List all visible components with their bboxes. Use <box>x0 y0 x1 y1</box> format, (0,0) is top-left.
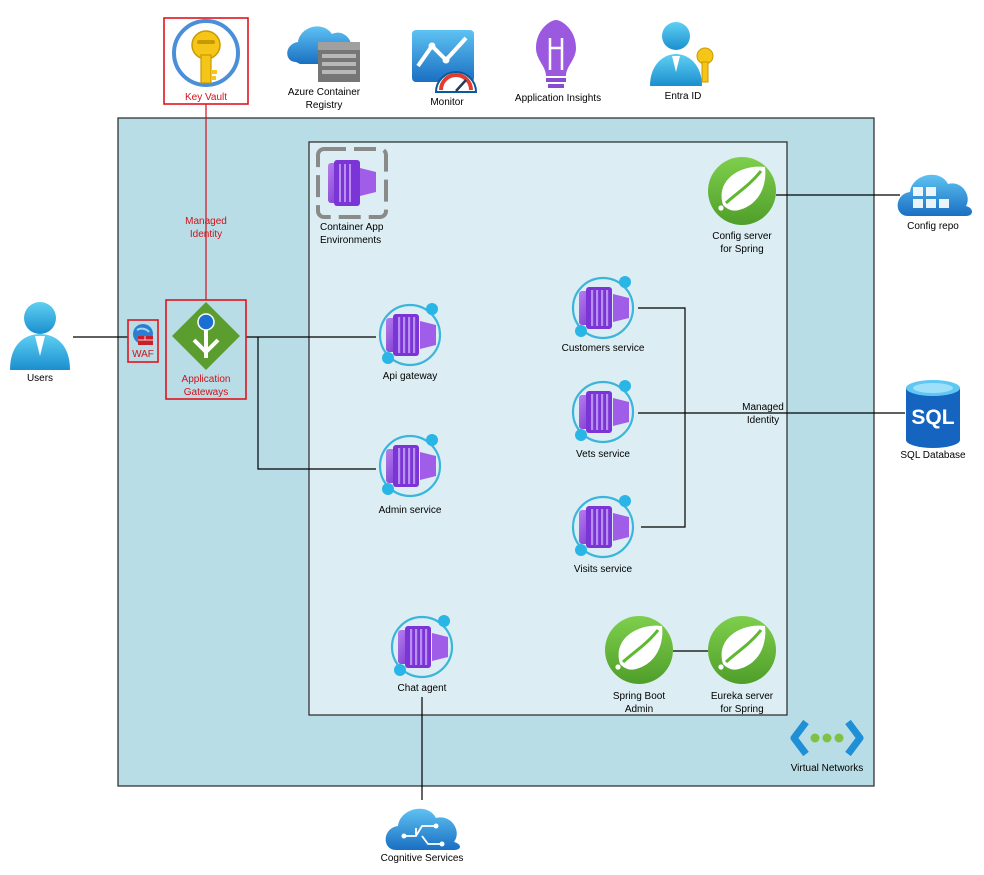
vets-service-label: Vets service <box>576 449 630 460</box>
app-gateway-highlight <box>165 299 247 400</box>
eureka-server-label: Eureka server for Spring <box>710 691 774 715</box>
container-registry-icon[interactable] <box>287 26 360 82</box>
sql-database-label: SQL Database <box>900 450 966 461</box>
container-app-environment-icon <box>316 147 388 219</box>
virtual-networks-icon[interactable] <box>790 719 864 757</box>
application-insights-icon[interactable] <box>536 20 576 88</box>
users-label: Users <box>26 373 54 384</box>
sql-icon-text: SQL <box>911 406 954 429</box>
managed-identity-sql-label: Managed Identity <box>742 402 784 426</box>
users-icon[interactable] <box>10 302 70 370</box>
sql-database-icon[interactable]: SQL <box>906 380 960 448</box>
container-registry-label: Azure Container Registry <box>287 87 361 111</box>
visits-service-label: Visits service <box>573 564 633 575</box>
chat-agent-label: Chat agent <box>397 683 447 694</box>
customers-service-label: Customers service <box>561 343 645 354</box>
cognitive-services-label: Cognitive Services <box>380 853 464 864</box>
cognitive-services-icon[interactable] <box>385 808 460 850</box>
api-gateway-label: Api gateway <box>382 371 438 382</box>
entra-id-label: Entra ID <box>664 91 702 102</box>
container-app-environment-label: Container App Environments <box>320 222 384 246</box>
application-gateway-icon[interactable] <box>172 302 240 370</box>
container-app-environment-boundary <box>308 141 788 716</box>
config-repo-icon[interactable] <box>897 174 972 216</box>
key-vault-label: Key Vault <box>184 92 228 103</box>
virtual-networks-label: Virtual Networks <box>790 763 864 774</box>
config-repo-label: Config repo <box>907 221 959 232</box>
gateway-to-admin-line <box>257 337 376 470</box>
waf-label: WAF <box>132 349 154 360</box>
application-insights-label: Application Insights <box>514 93 602 104</box>
key-vault-highlight <box>163 17 249 105</box>
monitor-icon[interactable] <box>412 30 478 93</box>
key-vault-icon[interactable] <box>172 19 240 87</box>
waf-highlight <box>127 319 159 363</box>
services-bus-line <box>638 307 686 528</box>
monitor-label: Monitor <box>430 97 464 108</box>
eureka-server-icon[interactable] <box>706 614 778 686</box>
admin-service-label: Admin service <box>378 505 442 516</box>
connectors <box>73 104 905 800</box>
application-gateway-label: Application Gateways <box>181 374 231 398</box>
config-server-label: Config server for Spring <box>712 231 772 255</box>
waf-icon[interactable] <box>133 324 153 345</box>
spring-boot-admin-icon[interactable] <box>603 614 675 686</box>
config-server-icon[interactable] <box>706 155 778 227</box>
managed-identity-keyvault-label: Managed Identity <box>185 216 227 240</box>
entra-id-icon[interactable] <box>650 22 714 86</box>
spring-boot-admin-label: Spring Boot Admin <box>612 691 666 715</box>
